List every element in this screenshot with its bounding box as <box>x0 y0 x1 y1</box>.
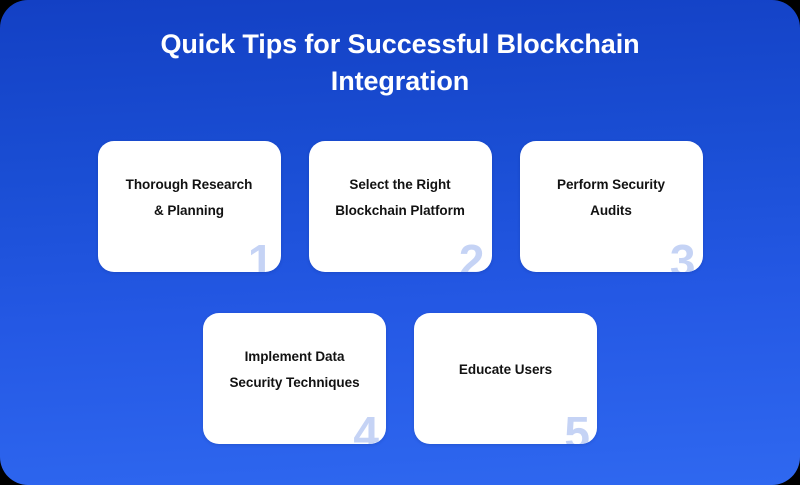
tip-card-5-label: Educate Users <box>459 357 552 383</box>
tip-card-2-label: Select the Right Blockchain Platform <box>335 172 465 224</box>
tip-card-3-label-line-1: Perform Security <box>557 176 665 192</box>
tip-card-2[interactable]: Select the Right Blockchain Platform 2 <box>308 141 492 272</box>
page-title: Quick Tips for Successful Blockchain Int… <box>0 26 800 100</box>
tip-card-4-number: 4 <box>353 407 379 444</box>
tip-card-1-label: Thorough Research & Planning <box>126 172 253 224</box>
tip-card-1[interactable]: Thorough Research & Planning 1 <box>97 141 281 272</box>
tip-card-1-number: 1 <box>247 235 274 272</box>
tips-row-bottom: Implement Data Security Techniques 4 Edu… <box>0 313 800 444</box>
tip-card-1-label-line-2: & Planning <box>153 202 224 218</box>
tip-card-2-label-line-1: Select the Right <box>349 176 451 192</box>
tip-card-3-label-line-2: Audits <box>590 202 632 218</box>
tip-card-3-label: Perform Security Audits <box>557 172 665 224</box>
tip-card-1-label-line-1: Thorough Research <box>125 176 253 192</box>
tip-card-2-label-line-2: Blockchain Platform <box>335 202 465 218</box>
tip-card-4-label-line-1: Implement Data <box>244 348 345 364</box>
tip-card-2-number: 2 <box>458 235 485 272</box>
tip-card-3-number: 3 <box>669 235 696 272</box>
tip-card-5-number: 5 <box>564 407 590 444</box>
tips-card-grid: Thorough Research & Planning 1 Select th… <box>0 141 800 444</box>
page-title-line-1: Quick Tips for Successful Blockchain <box>160 29 640 59</box>
tip-card-5[interactable]: Educate Users 5 <box>414 313 597 444</box>
tip-card-5-label-line-1: Educate Users <box>458 361 553 377</box>
tip-card-4[interactable]: Implement Data Security Techniques 4 <box>203 313 386 444</box>
tip-card-3[interactable]: Perform Security Audits 3 <box>519 141 703 272</box>
tips-row-top: Thorough Research & Planning 1 Select th… <box>0 141 800 272</box>
page-title-line-2: Integration <box>330 66 470 96</box>
tip-card-4-label-line-2: Security Techniques <box>229 374 360 390</box>
tip-card-4-label: Implement Data Security Techniques <box>229 344 359 396</box>
